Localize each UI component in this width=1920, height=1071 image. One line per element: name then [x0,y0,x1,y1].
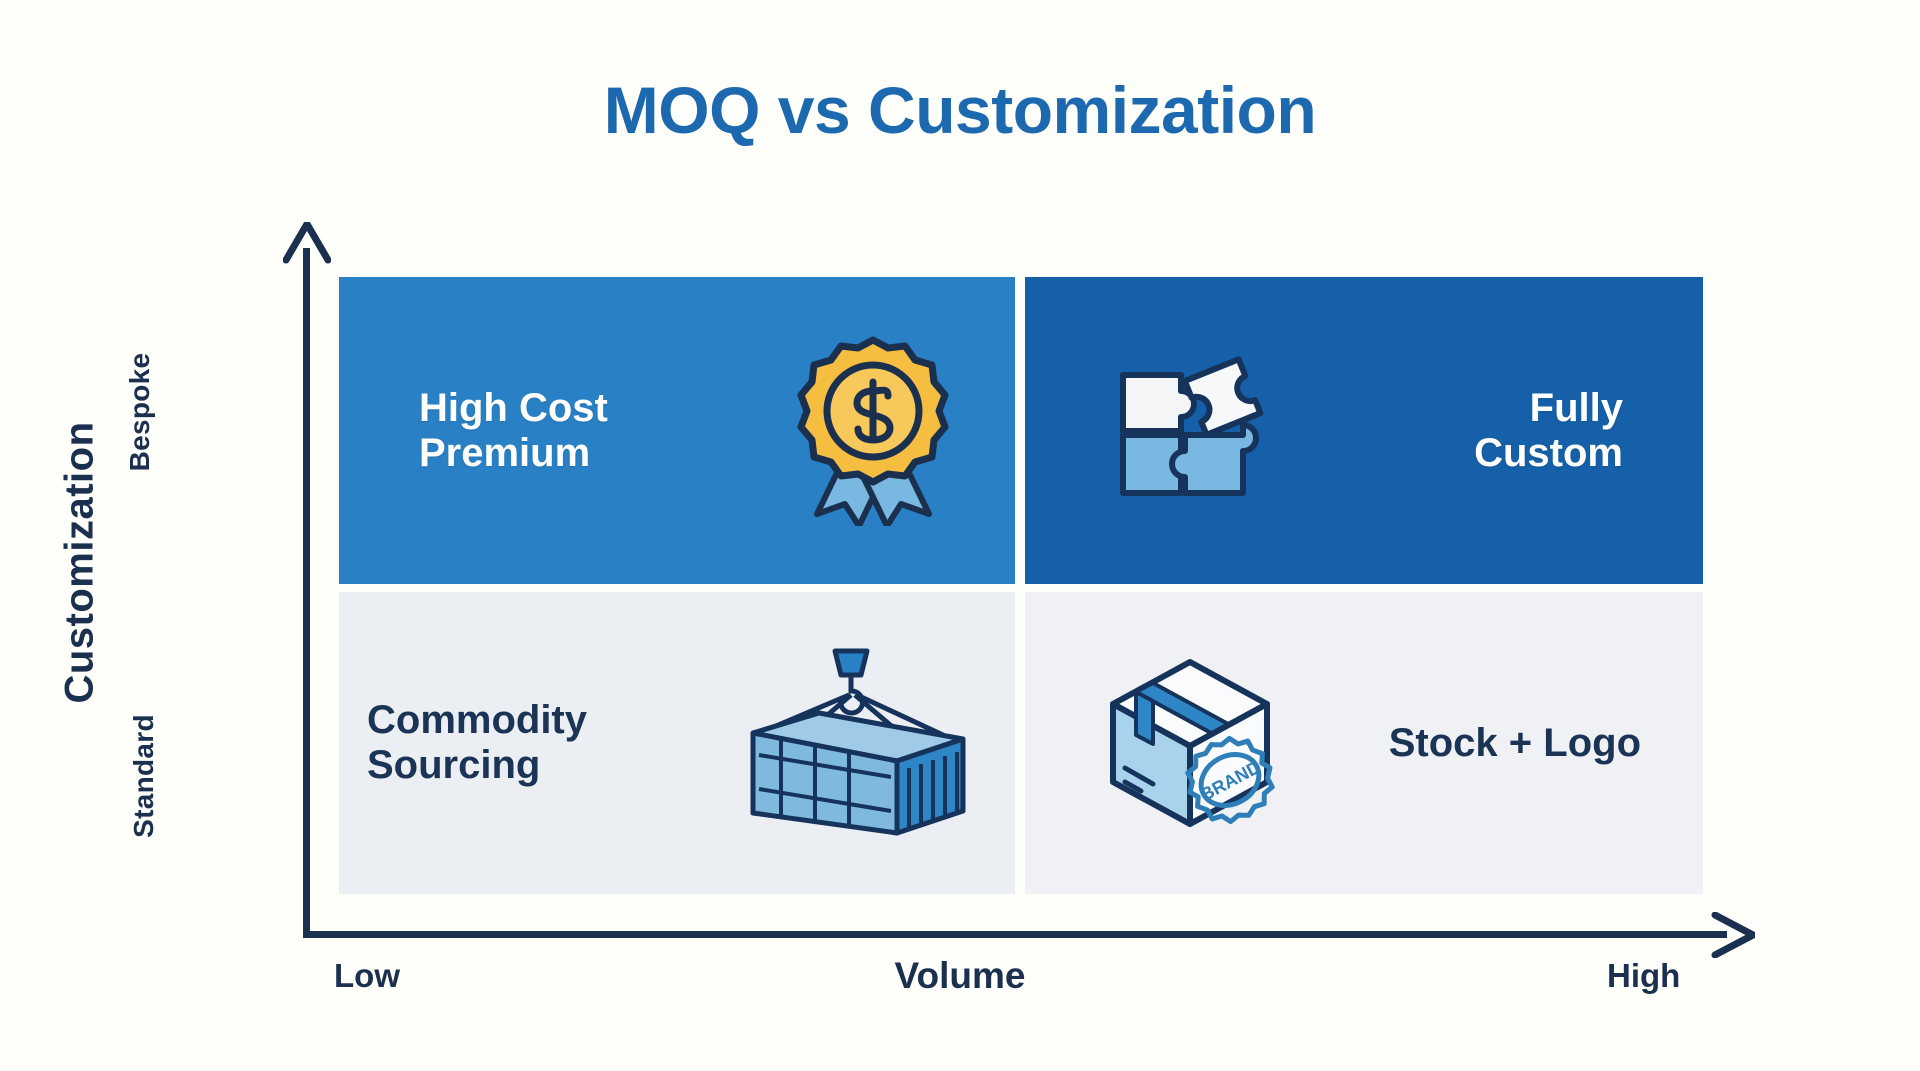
quadrant-fully-custom[interactable]: Fully Custom [1025,277,1703,584]
x-axis-line [303,931,1727,938]
quadrant-label-fully-custom: Fully Custom [1474,385,1623,475]
x-axis-tick-high: High [1607,957,1681,994]
quadrant-commodity-sourcing[interactable]: Commodity Sourcing [339,592,1015,894]
shipping-container-crane-icon [719,643,979,843]
y-axis-line [303,248,310,938]
quadrant-label-commodity-sourcing: Commodity Sourcing [367,698,587,787]
x-axis-title: Volume [894,955,1026,996]
quadrant-stock-logo[interactable]: BRAND Stock + Logo [1025,592,1703,894]
puzzle-pieces-icon [1107,351,1287,511]
y-axis-tick-standard: Standard [128,714,159,838]
y-axis-tick-bespoke: Bespoke [124,352,155,472]
quadrant-label-stock-logo: Stock + Logo [1388,720,1641,765]
x-axis-arrow-icon [1707,911,1757,959]
y-axis-title: Customization [57,421,102,704]
x-axis-tick-low: Low [334,957,400,994]
award-ribbon-dollar-icon [793,336,953,526]
page-title: MOQ vs Customization [603,73,1317,147]
quadrant-label-high-cost-premium: High Cost Premium [419,385,608,475]
quadrant-high-cost-premium[interactable]: High Cost Premium [339,277,1015,584]
y-axis-arrow-icon [282,220,332,266]
branded-box-icon: BRAND [1095,648,1285,838]
